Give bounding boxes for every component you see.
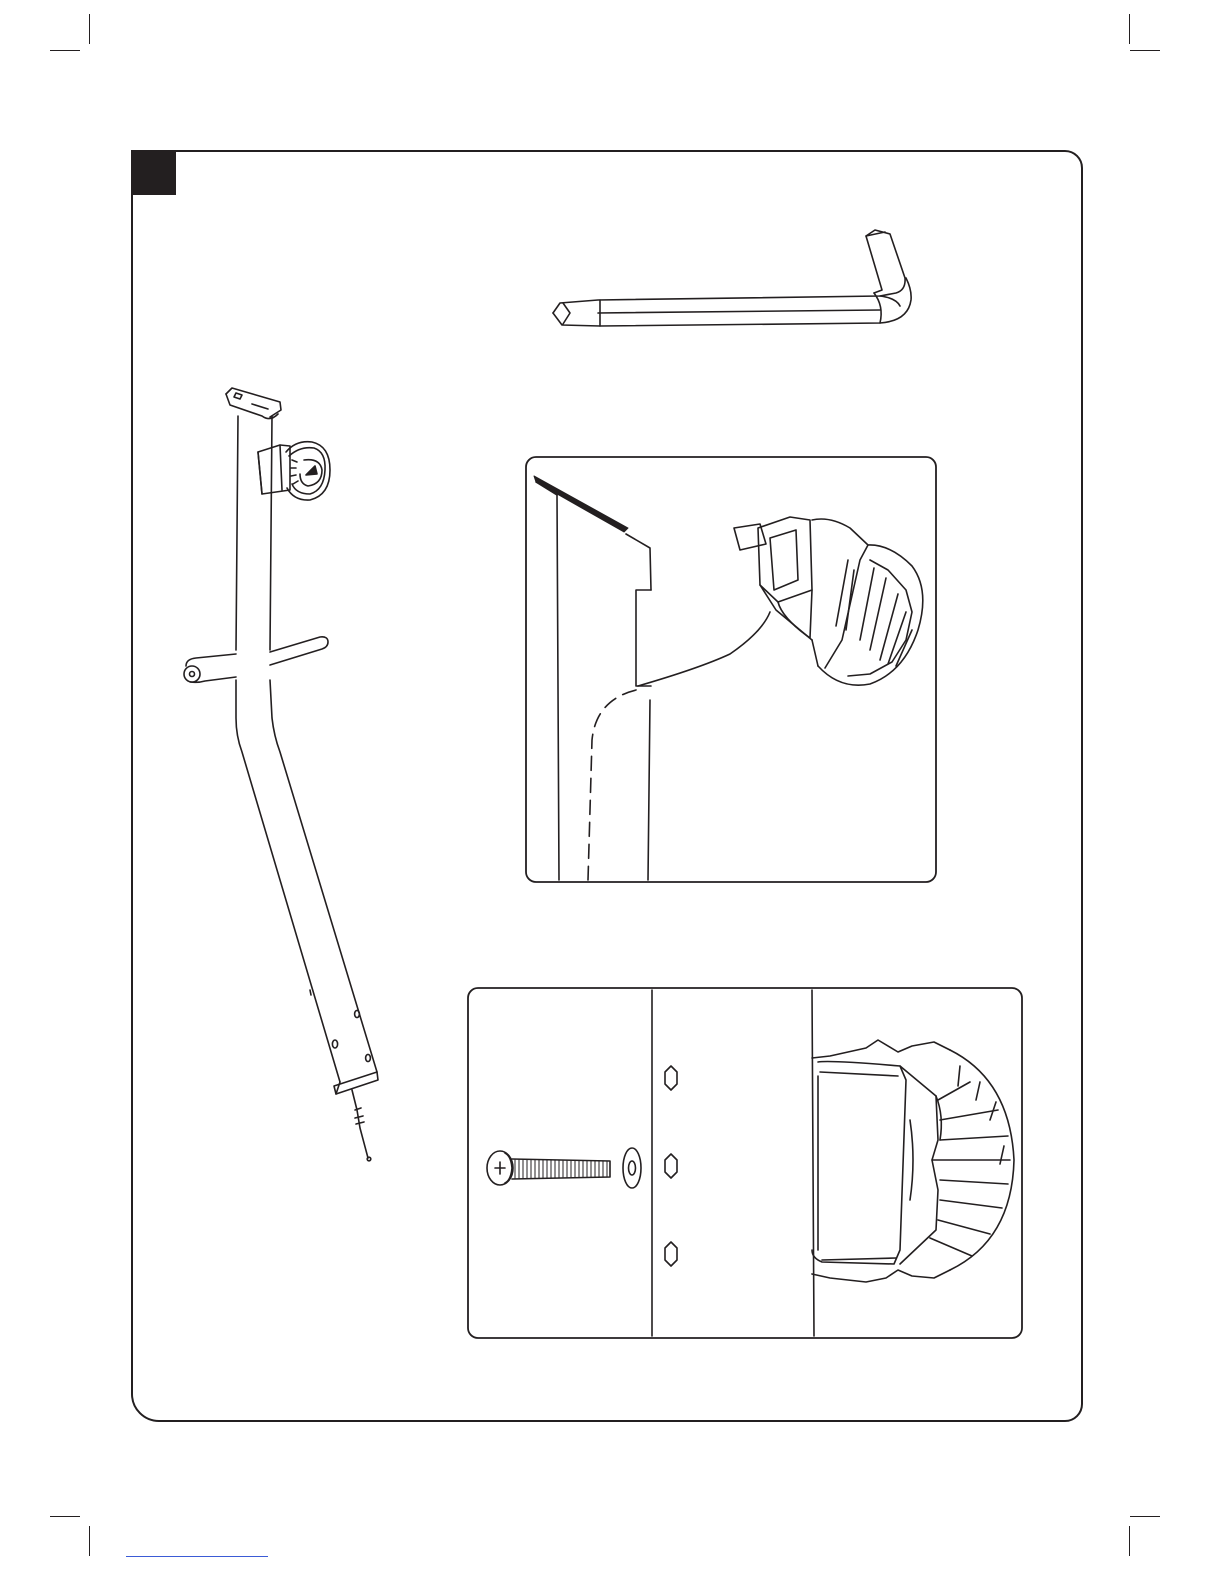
hex-key-screwdriver-icon [553,230,911,326]
upright-post-icon [184,388,378,1161]
footer-underline-link[interactable] [126,1556,268,1557]
knob-insertion-detail-panel [526,457,936,882]
bolt-fastening-detail-panel [468,988,1022,1338]
